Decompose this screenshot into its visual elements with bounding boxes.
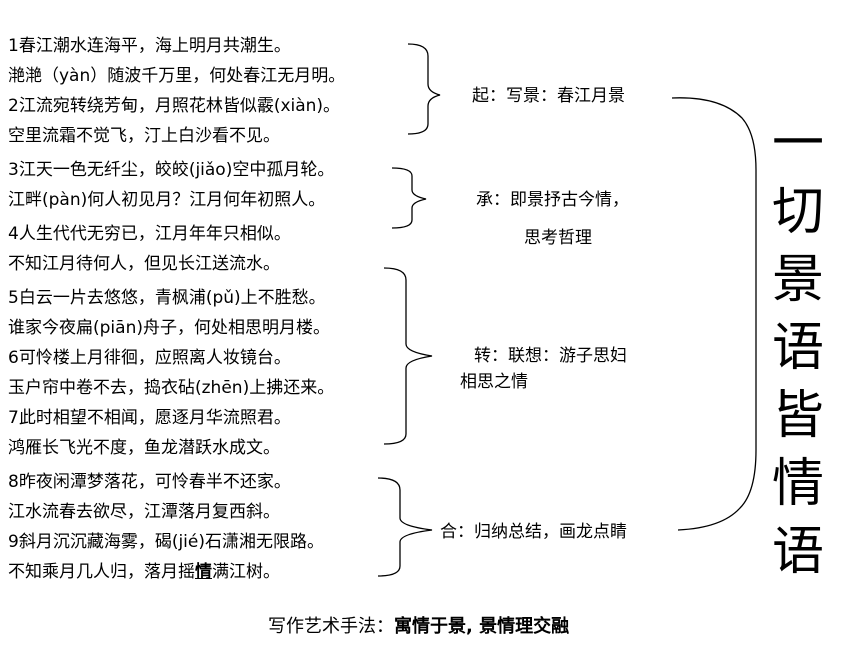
big-char: 语: [771, 522, 824, 582]
poem-line: 不知江月待何人，但见长江送流水。: [8, 254, 280, 274]
big-char: 景: [771, 250, 824, 310]
bracket-zhuan: [383, 267, 433, 445]
poem-line: 江水流春去欲尽，江潭落月复西斜。: [8, 502, 280, 522]
bracket-he: [377, 477, 433, 577]
label-zhuan-2: 相思之情: [460, 372, 528, 392]
bracket-qi: [407, 43, 441, 135]
footer-bold: 寓情于景, 景情理交融: [394, 616, 570, 637]
label-cheng-1: 承：即景抒古今情，: [476, 190, 629, 210]
poem-line: 7此时相望不相闻，愿逐月华流照君。: [8, 408, 291, 428]
poem-line: 玉户帘中卷不去，捣衣砧(zhēn)上拂还来。: [8, 378, 335, 398]
bracket-cheng: [391, 167, 427, 229]
label-qi: 起：写景：春江月景: [472, 86, 625, 106]
poem-line: 9斜月沉沉藏海雾，碣(jié)石潇湘无限路。: [8, 532, 324, 552]
big-vertical-title: 一 切 景 语 皆 情 语: [768, 110, 828, 586]
poem-line: 滟滟（yàn）随波千万里，何处春江无月明。: [8, 66, 346, 86]
label-he: 合：归纳总结，画龙点睛: [440, 522, 627, 542]
big-bracket: [671, 97, 757, 531]
label-cheng-2: 思考哲理: [524, 228, 592, 248]
big-char: 一: [771, 114, 824, 174]
poem-line: 6可怜楼上月徘徊，应照离人妆镜台。: [8, 348, 291, 368]
emphasis-qing: 情: [195, 562, 212, 582]
poem-line: 谁家今夜扁(piān)舟子，何处相思明月楼。: [8, 318, 330, 338]
poem-line: 8昨夜闲潭梦落花，可怜春半不还家。: [8, 472, 291, 492]
poem-line-last: 不知乘月几人归，落月摇情满江树。: [8, 561, 280, 583]
big-char: 语: [771, 318, 824, 378]
big-char: 皆: [771, 386, 824, 446]
footer-caption: 写作艺术手法：寓情于景, 景情理交融: [268, 612, 569, 638]
big-char: 切: [771, 182, 824, 242]
label-zhuan-1: 转：联想：游子思妇: [474, 346, 627, 366]
big-char: 情: [771, 454, 824, 514]
poem-line: 2江流宛转绕芳甸，月照花林皆似霰(xiàn)。: [8, 96, 341, 116]
poem-line: 空里流霜不觉飞，汀上白沙看不见。: [8, 126, 280, 146]
poem-line: 4人生代代无穷已，江月年年只相似。: [8, 224, 291, 244]
poem-line: 3江天一色无纤尘，皎皎(jiǎo)空中孤月轮。: [8, 160, 335, 180]
poem-line: 江畔(pàn)何人初见月？江月何年初照人。: [8, 190, 326, 210]
poem-line: 鸿雁长飞光不度，鱼龙潜跃水成文。: [8, 438, 280, 458]
poem-line-last-head: 不知乘月几人归，落月摇: [8, 562, 195, 582]
poem-line: 5白云一片去悠悠，青枫浦(pǔ)上不胜愁。: [8, 288, 326, 308]
footer-prefix: 写作艺术手法：: [268, 616, 394, 637]
poem-line: 1春江潮水连海平，海上明月共潮生。: [8, 36, 291, 56]
poem-line-last-tail: 满江树。: [212, 562, 280, 582]
